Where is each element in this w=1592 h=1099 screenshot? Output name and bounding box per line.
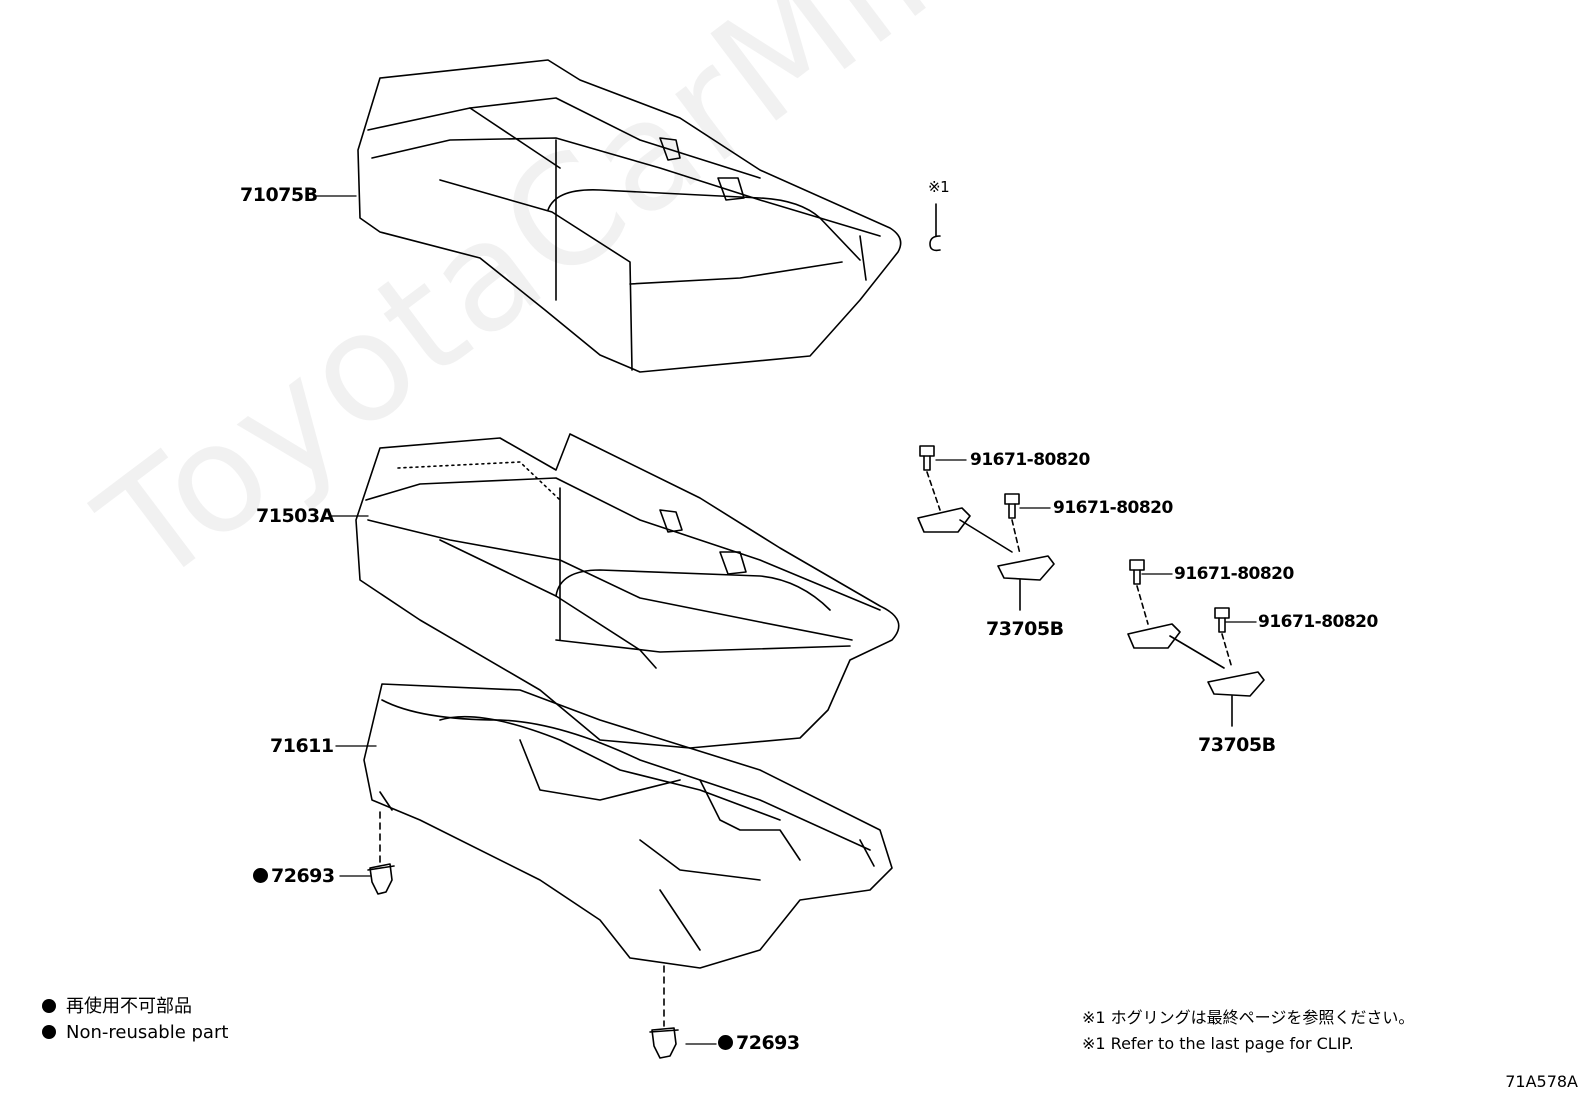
legend-jp: 再使用不可部品 [42, 998, 192, 1016]
hog-ring-clip [929, 203, 941, 252]
legend-en: Non-reusable part [42, 1024, 228, 1042]
callout-72693-left-text: 72693 [271, 865, 335, 887]
callout-71503A: 71503A [256, 505, 334, 527]
figure-code: 71A578A [1505, 1072, 1578, 1091]
seat-cushion-cover-71075B [357, 59, 902, 373]
callout-bolt-3: 91671-80820 [1174, 564, 1294, 584]
non-reusable-dot-icon [42, 1025, 56, 1039]
leader-lines [313, 195, 1257, 1045]
callout-ref-1: ※1 [928, 178, 950, 196]
seat-cushion-cover-71503A [355, 433, 900, 749]
callout-71075B: 71075B [240, 184, 318, 206]
clip-72693-bottom [649, 965, 679, 1059]
legend-jp-text: 再使用不可部品 [66, 996, 192, 1017]
callout-71611: 71611 [270, 735, 334, 757]
note-jp: ※1 ホグリングは最終ページを参照ください。 [1082, 1008, 1415, 1027]
legend-en-text: Non-reusable part [66, 1022, 229, 1043]
note-en: ※1 Refer to the last page for CLIP. [1082, 1034, 1354, 1053]
callout-73705B-2: 73705B [1198, 734, 1276, 756]
bolt-hook-group-2 [1127, 559, 1265, 727]
non-reusable-dot-icon [253, 868, 268, 883]
seat-cushion-pad-71611 [363, 683, 893, 969]
clip-72693-left [367, 811, 395, 895]
non-reusable-dot-icon [42, 999, 56, 1013]
bolt-hook-group-1 [917, 445, 1055, 611]
callout-72693-bottom: 72693 [718, 1034, 800, 1053]
callout-72693-left: 72693 [253, 867, 335, 886]
callout-bolt-4: 91671-80820 [1258, 612, 1378, 632]
callout-bolt-1: 91671-80820 [970, 450, 1090, 470]
callout-73705B-1: 73705B [986, 618, 1064, 640]
non-reusable-dot-icon [718, 1035, 733, 1050]
callout-bolt-2: 91671-80820 [1053, 498, 1173, 518]
callout-72693-bottom-text: 72693 [736, 1032, 800, 1054]
